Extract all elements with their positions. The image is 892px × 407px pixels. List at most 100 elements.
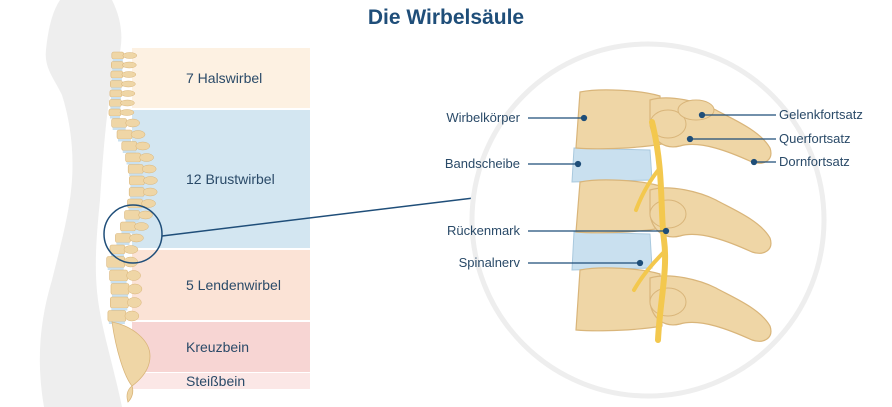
vertebra-1 bbox=[111, 61, 124, 69]
spinous-process-4 bbox=[120, 90, 136, 97]
vertebra-7 bbox=[111, 118, 127, 128]
label-vertebral-body: Wirbelkörper bbox=[446, 110, 520, 125]
region-label: Kreuzbein bbox=[186, 339, 250, 355]
vertebra-16 bbox=[120, 221, 136, 232]
disc-3 bbox=[111, 87, 122, 90]
label-transverse-process: Querfortsatz bbox=[779, 131, 851, 146]
disc-9 bbox=[122, 150, 136, 153]
magnifier-connector bbox=[161, 195, 491, 237]
articular-process-1 bbox=[649, 199, 687, 229]
label-disc: Bandscheibe bbox=[444, 156, 520, 171]
disc-18 bbox=[110, 254, 124, 257]
vertebra-3 bbox=[110, 80, 123, 88]
disc-17 bbox=[116, 242, 130, 245]
disc-detail-1 bbox=[571, 231, 653, 271]
page-title: Die Wirbelsäule bbox=[367, 6, 525, 29]
disc-15 bbox=[125, 219, 139, 222]
region-cervical: 7 Halswirbel bbox=[132, 48, 310, 108]
vertebra-17 bbox=[115, 233, 131, 243]
disc-detail-0 bbox=[571, 147, 653, 183]
spinous-process-16 bbox=[134, 222, 149, 231]
disc-16 bbox=[121, 231, 135, 234]
vertebra-5 bbox=[109, 99, 122, 107]
region-thoracic: 12 Brustwirbel bbox=[132, 110, 310, 248]
region-label: 7 Halswirbel bbox=[186, 70, 263, 86]
spinal-cord bbox=[649, 119, 669, 343]
disc-5 bbox=[110, 106, 121, 109]
disc-8 bbox=[118, 139, 132, 142]
disc-4 bbox=[110, 97, 121, 100]
vertebral-body-1 bbox=[575, 179, 663, 234]
disc-7 bbox=[112, 127, 126, 130]
disc-1 bbox=[112, 68, 123, 71]
body-silhouette bbox=[39, 0, 123, 407]
spinous-process-8 bbox=[130, 130, 146, 139]
spinous-process-1 bbox=[122, 61, 137, 69]
label-spinal-cord: Rückenmark bbox=[447, 223, 520, 238]
vertebra-11 bbox=[127, 164, 144, 174]
label-articular-process: Gelenkfortsatz bbox=[779, 107, 863, 122]
vertebral-body-0 bbox=[575, 89, 663, 150]
region-coccyx: Steißbein bbox=[132, 373, 310, 389]
region-lumbar: 5 Lendenwirbel bbox=[132, 250, 310, 320]
region-label: 5 Lendenwirbel bbox=[186, 277, 281, 293]
disc-11 bbox=[129, 173, 143, 176]
label-spinal-nerve: Spinalnerv bbox=[458, 255, 520, 270]
spinous-process-0 bbox=[122, 52, 138, 59]
disc-20 bbox=[110, 281, 127, 284]
magnifier-ring bbox=[103, 204, 163, 264]
vertebral-body-2 bbox=[575, 267, 663, 332]
sacrum bbox=[111, 321, 151, 387]
spinous-process-10 bbox=[139, 153, 154, 162]
disc-10 bbox=[126, 162, 140, 165]
spinous-process-7 bbox=[125, 118, 140, 128]
spinal-nerve-upper bbox=[634, 166, 662, 212]
spinous-process-11 bbox=[141, 164, 157, 174]
vertebra-13 bbox=[128, 187, 145, 197]
disc-21 bbox=[111, 294, 128, 297]
vertebra-4 bbox=[109, 89, 123, 98]
disc-12 bbox=[130, 185, 144, 188]
spinous-process-14 bbox=[141, 199, 156, 208]
spinous-process-5 bbox=[120, 99, 135, 107]
region-sacrum: Kreuzbein bbox=[132, 322, 310, 372]
spinous-process-9 bbox=[135, 141, 151, 151]
disc-6 bbox=[109, 116, 120, 119]
vertebra-8 bbox=[116, 129, 133, 140]
vertebra-12 bbox=[129, 175, 145, 186]
spinous-process-21 bbox=[127, 283, 143, 295]
spinous-process-23 bbox=[124, 310, 140, 322]
region-label: 12 Brustwirbel bbox=[186, 171, 275, 187]
disc-2 bbox=[111, 78, 122, 81]
vertebra-18 bbox=[109, 244, 126, 255]
vertebra-22 bbox=[110, 296, 129, 309]
vertebra-10 bbox=[125, 152, 141, 163]
vertebra-detail bbox=[571, 89, 772, 343]
vertebra-15 bbox=[124, 210, 140, 220]
spinous-process-17 bbox=[129, 233, 144, 243]
disc-19 bbox=[107, 267, 124, 270]
spinous-process-3 bbox=[121, 80, 136, 88]
spinous-process-20 bbox=[126, 270, 141, 281]
spinal-nerve-lower bbox=[632, 250, 666, 292]
spine-column bbox=[106, 51, 158, 403]
vertebra-23 bbox=[107, 310, 127, 322]
spinous-process-2 bbox=[121, 71, 137, 78]
disc-14 bbox=[128, 208, 142, 211]
coccyx bbox=[126, 385, 134, 403]
disc-0 bbox=[112, 59, 123, 62]
spinous-process-22 bbox=[127, 297, 142, 308]
region-label: Steißbein bbox=[186, 373, 246, 389]
vertebra-20 bbox=[109, 269, 128, 282]
vertebra-2 bbox=[110, 70, 124, 79]
articular-process-2 bbox=[649, 287, 687, 317]
disc-22 bbox=[111, 308, 128, 311]
articular-facet-top bbox=[677, 99, 715, 121]
label-spinous-process: Dornfortsatz bbox=[779, 154, 850, 169]
pointer-lines bbox=[528, 111, 776, 267]
vertebra-21 bbox=[110, 283, 130, 295]
spinous-process-13 bbox=[142, 187, 158, 197]
spinous-process-18 bbox=[123, 245, 139, 254]
disc-13 bbox=[130, 196, 144, 199]
